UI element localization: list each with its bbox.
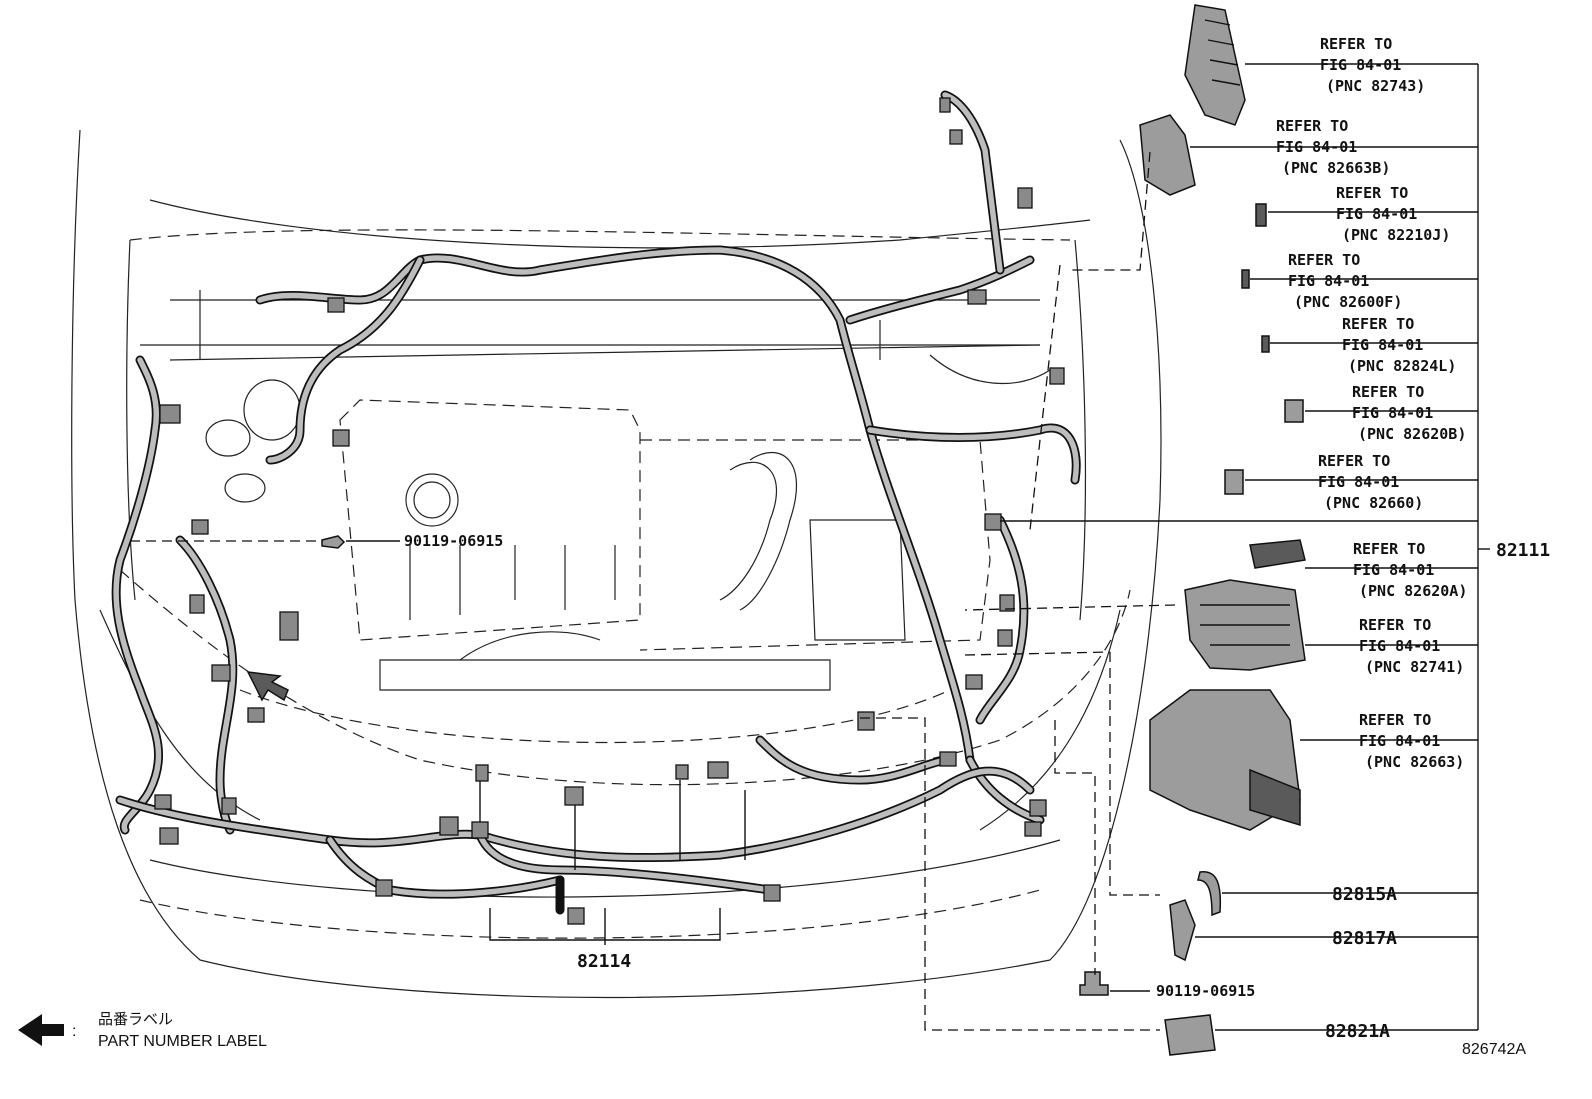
relay-cover-82663B (1139, 114, 1196, 196)
svg-text:(PNC 82663): (PNC 82663) (1365, 753, 1464, 771)
protector-82821A (1164, 1014, 1216, 1056)
svg-text:FIG 84-01: FIG 84-01 (1288, 272, 1369, 290)
engine-block (205, 354, 1051, 691)
svg-text:(PNC 82660): (PNC 82660) (1324, 494, 1423, 512)
relay-block-82743 (1184, 4, 1246, 126)
fuse-block-82620A (1249, 539, 1306, 569)
svg-text:(PNC 82824L): (PNC 82824L) (1348, 357, 1456, 375)
svg-text:FIG 84-01: FIG 84-01 (1342, 336, 1423, 354)
clamp-82815A (1197, 871, 1222, 917)
junction-block-82741 (1184, 579, 1306, 671)
svg-text:(PNC 82210J): (PNC 82210J) (1342, 226, 1450, 244)
svg-text:REFER TO: REFER TO (1276, 117, 1348, 135)
svg-text:FIG 84-01: FIG 84-01 (1318, 473, 1399, 491)
bolt-part-number-upper[interactable]: 90119-06915 (404, 532, 503, 550)
fuse-82824L (1261, 335, 1270, 353)
part-number-82114[interactable]: 82114 (577, 951, 631, 972)
engine-room-harness-82111[interactable] (111, 90, 1081, 835)
part-number-82817A[interactable]: 82817A (1332, 928, 1397, 949)
svg-text:REFER TO: REFER TO (1359, 711, 1431, 729)
relay-82660 (1224, 469, 1244, 495)
svg-text:(PNC 82600F): (PNC 82600F) (1294, 293, 1402, 311)
refer-callout-5: REFER TO FIG 84-01 (PNC 82824L) (1342, 315, 1456, 375)
part-number-82111[interactable]: 82111 (1496, 540, 1550, 561)
refer-callout-4: REFER TO FIG 84-01 (PNC 82600F) (1288, 251, 1402, 311)
legend-colon: : (72, 1023, 76, 1040)
refer-callout-3: REFER TO FIG 84-01 (PNC 82210J) (1336, 184, 1450, 244)
svg-text:REFER TO: REFER TO (1288, 251, 1360, 269)
refer-callout-8: REFER TO FIG 84-01 (PNC 82620A) (1353, 540, 1467, 600)
relay-82620B (1284, 399, 1304, 423)
block-cover-82663 (1149, 689, 1301, 831)
svg-text:REFER TO: REFER TO (1318, 452, 1390, 470)
harness-connectors (154, 97, 1065, 925)
refer-callout-10: REFER TO FIG 84-01 (PNC 82663) (1359, 711, 1464, 771)
svg-text:FIG 84-01: FIG 84-01 (1353, 561, 1434, 579)
svg-text:REFER TO: REFER TO (1353, 540, 1425, 558)
svg-text:(PNC 82741): (PNC 82741) (1365, 658, 1464, 676)
refer-callout-6: REFER TO FIG 84-01 (PNC 82620B) (1352, 383, 1466, 443)
vehicle-body-outline (71, 129, 1162, 999)
svg-text:REFER TO: REFER TO (1359, 616, 1431, 634)
bracket-82817A (1169, 899, 1196, 962)
fuse-82600F (1241, 269, 1250, 289)
svg-text:(PNC 82620B): (PNC 82620B) (1358, 425, 1466, 443)
svg-text:REFER TO: REFER TO (1352, 383, 1424, 401)
svg-text:FIG 84-01: FIG 84-01 (1336, 205, 1417, 223)
legend-english-label: PART NUMBER LABEL (98, 1033, 267, 1050)
svg-text:FIG 84-01: FIG 84-01 (1320, 56, 1401, 74)
refer-callout-9: REFER TO FIG 84-01 (PNC 82741) (1359, 616, 1464, 676)
part-number-label-legend: : 品番ラベル PART NUMBER LABEL (18, 1010, 267, 1050)
legend-japanese-label: 品番ラベル (98, 1010, 173, 1028)
bolt-upper-icon (321, 535, 346, 549)
part-number-82815A[interactable]: 82815A (1332, 884, 1397, 905)
bolt-lower-icon (1079, 971, 1109, 996)
refer-callout-7: REFER TO FIG 84-01 (PNC 82660) (1318, 452, 1423, 512)
svg-text:FIG 84-01: FIG 84-01 (1359, 732, 1440, 750)
fuse-82210J (1255, 203, 1267, 227)
refer-callout-2: REFER TO FIG 84-01 (PNC 82663B) (1276, 117, 1390, 177)
part-number-label-arrow (246, 671, 289, 702)
svg-text:REFER TO: REFER TO (1320, 35, 1392, 53)
svg-text:(PNC 82663B): (PNC 82663B) (1282, 159, 1390, 177)
refer-callout-1: REFER TO FIG 84-01 (PNC 82743) (1320, 35, 1425, 95)
figure-id: 826742A (1462, 1041, 1526, 1058)
svg-text:FIG 84-01: FIG 84-01 (1352, 404, 1433, 422)
front-harness-82114[interactable] (115, 735, 1035, 910)
svg-text:FIG 84-01: FIG 84-01 (1276, 138, 1357, 156)
svg-text:REFER TO: REFER TO (1336, 184, 1408, 202)
leader-lines (130, 63, 1490, 1031)
svg-text:(PNC 82743): (PNC 82743) (1326, 77, 1425, 95)
svg-text:FIG 84-01: FIG 84-01 (1359, 637, 1440, 655)
bolt-part-number-lower[interactable]: 90119-06915 (1156, 982, 1255, 1000)
part-number-82821A[interactable]: 82821A (1325, 1021, 1390, 1042)
svg-text:(PNC 82620A): (PNC 82620A) (1359, 582, 1467, 600)
svg-text:REFER TO: REFER TO (1342, 315, 1414, 333)
left-arrow-icon (18, 1014, 64, 1046)
